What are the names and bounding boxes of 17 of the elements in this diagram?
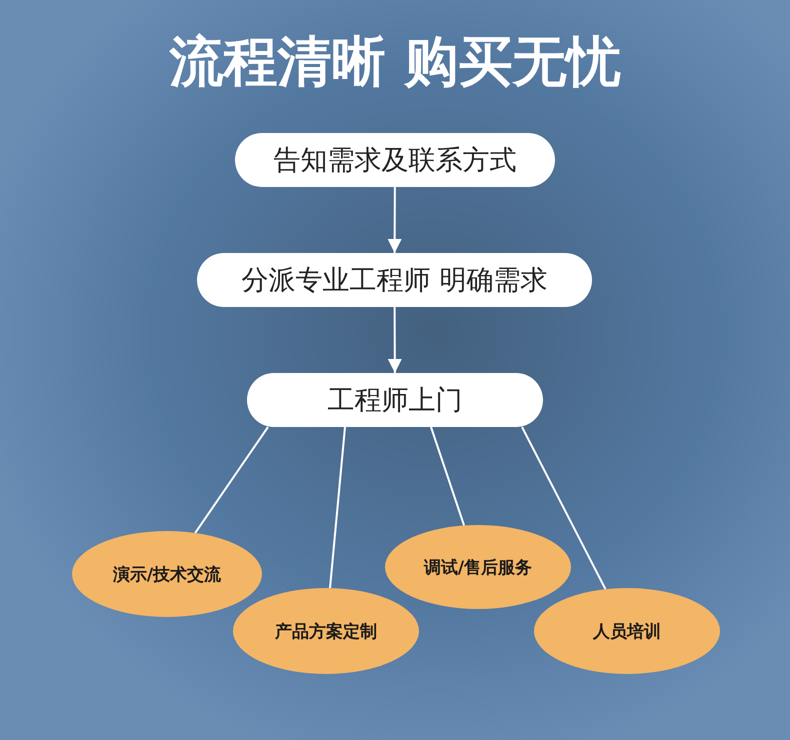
node-text: 产品方案定制 [275, 620, 377, 642]
connector-line [430, 426, 465, 526]
node-text: 工程师上门 [328, 384, 462, 418]
node-text: 调试/售后服务 [424, 556, 532, 578]
connector-line [521, 426, 606, 590]
node-text: 分派专业工程师 明确需求 [242, 264, 548, 298]
process-box [197, 253, 592, 307]
node-text: 人员培训 [593, 620, 661, 642]
process-box [247, 373, 543, 427]
connector-line [329, 426, 346, 588]
connector-line [194, 426, 269, 534]
node-text: 告知需求及联系方式 [274, 144, 516, 178]
arrow [388, 187, 402, 253]
process-box [235, 133, 555, 187]
arrow [388, 307, 402, 373]
node-text: 演示/技术交流 [112, 564, 222, 586]
title: 流程清晰 购买无忧 [170, 30, 620, 93]
